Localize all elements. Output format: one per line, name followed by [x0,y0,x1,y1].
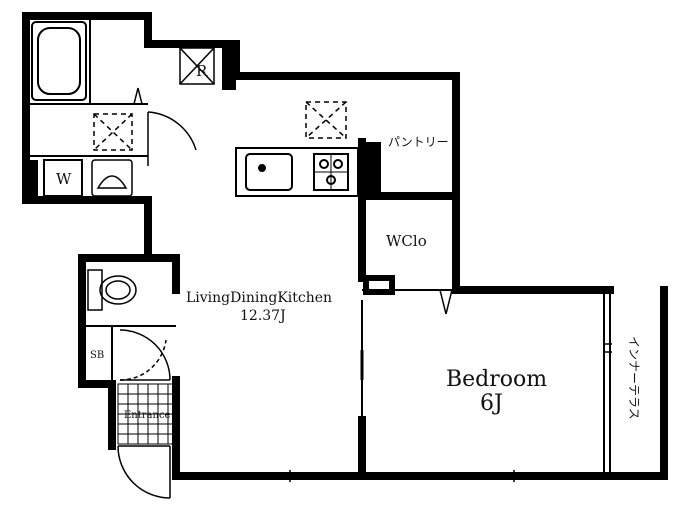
washer-label: W [56,170,72,188]
washroom-door [147,111,197,166]
bathtub [31,21,87,101]
bedroom-sliding-markers [289,343,612,482]
entrance-label: Entrance [124,410,171,421]
refrigerator-label: R [196,62,208,80]
ldk-size-label: 12.37J [240,308,286,324]
washer-box [43,159,83,197]
washbasin [91,159,133,197]
wclo-label: WClo [386,232,427,250]
bedroom-size-label: 6J [480,391,503,416]
bedroom-name-label: Bedroom [446,367,547,392]
stove-grid [314,154,348,190]
ventilation-fans [93,101,347,151]
ldk-name-label: LivingDiningKitchen [186,290,332,306]
pantry-label: パントリー [388,135,449,149]
toilet [87,269,137,311]
entrance-tiles [117,383,175,445]
wclo-door [439,289,453,315]
inner-terrace-label: インナーテラス [627,336,641,420]
inner-terrace-label-group: インナーテラス [627,336,641,420]
toilet-door [119,329,171,381]
walls [22,12,668,480]
bath-door-arrow [133,87,143,105]
shoe-box-label: SB [90,350,104,361]
partitions [26,16,611,480]
entrance-door [117,445,171,499]
refrigerator [179,47,215,85]
columns [30,44,395,295]
